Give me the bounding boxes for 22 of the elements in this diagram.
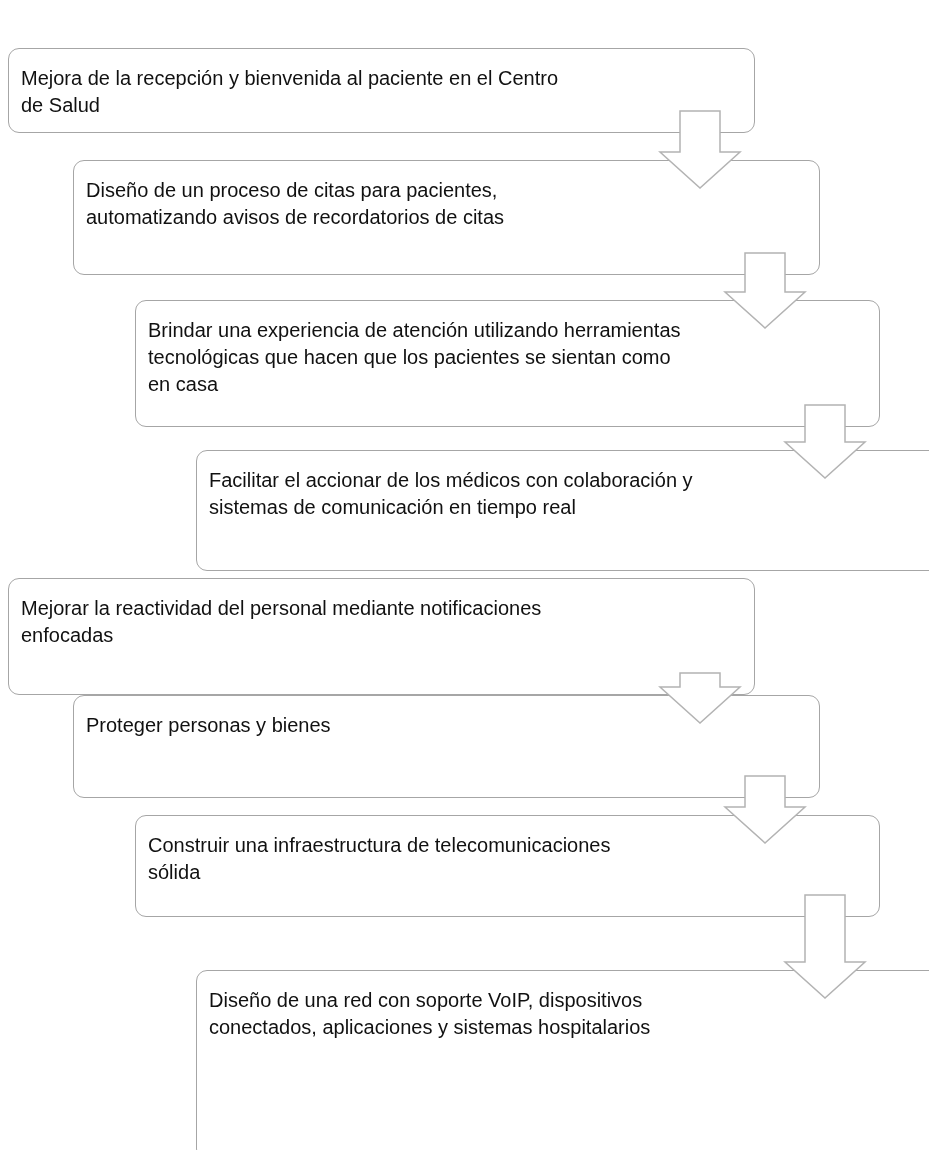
step-text: Mejora de la recepción y bienvenida al paciente en el Centro de Salud bbox=[21, 66, 559, 118]
block-arrow bbox=[783, 404, 867, 479]
block-arrow bbox=[658, 672, 742, 724]
block-arrow bbox=[783, 894, 867, 999]
step-text: Diseño de un proceso de citas para pacientes, automatizando avisos de recordatorios de citas bbox=[86, 178, 505, 230]
block-arrow bbox=[658, 110, 742, 189]
step-text: Diseño de una red con soporte VoIP, dispositivos conectados, aplicaciones y sistemas hospitalarios bbox=[209, 988, 652, 1040]
process-box bbox=[8, 48, 755, 133]
process-box bbox=[196, 970, 929, 1150]
process-box bbox=[73, 160, 820, 275]
process-box bbox=[135, 815, 880, 917]
step-text: Brindar una experiencia de atención utilizando herramientas tecnológicas que hacen que los pacientes se sientan como en casa bbox=[148, 318, 682, 397]
process-box bbox=[196, 450, 929, 571]
step-text: Mejorar la reactividad del personal mediante notificaciones enfocadas bbox=[21, 596, 543, 648]
step-text: Construir una infraestructura de telecomunicaciones sólida bbox=[148, 833, 612, 885]
block-arrow bbox=[723, 252, 807, 329]
step-text: Facilitar el accionar de los médicos con colaboración y sistemas de comunicación en tiempo real bbox=[209, 468, 694, 520]
process-box bbox=[73, 695, 820, 798]
block-arrow bbox=[723, 775, 807, 844]
process-box bbox=[8, 578, 755, 695]
process-box bbox=[135, 300, 880, 427]
step-text: Proteger personas y bienes bbox=[86, 713, 332, 738]
